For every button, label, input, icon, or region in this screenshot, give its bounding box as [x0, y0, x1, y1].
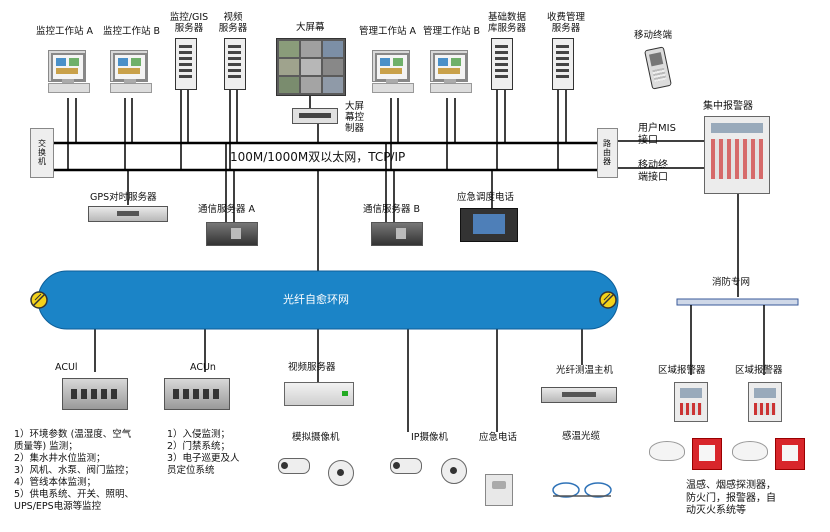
acu1-function-list: 1）环境参数 (温湿度、空气质量等) 监测；2）集水井水位监测；3）风机、水泵、…: [14, 429, 135, 512]
heat-detector-icon: [732, 441, 768, 461]
analog-camera-icon: [278, 458, 310, 474]
ring-node-left: [30, 291, 48, 309]
label-emergency-phone: 应急电话: [479, 432, 518, 443]
smoke-detector-icon: [649, 441, 685, 461]
label-video-wall: 大屏幕: [296, 22, 325, 33]
workstation-mgmt-a: [372, 50, 414, 94]
switch: 交换机: [30, 128, 54, 178]
label-comm-server-b: 通信服务器 B: [363, 204, 421, 215]
fire-net-bar: [676, 298, 799, 306]
label-video-server-top: 视频服务器: [218, 12, 248, 34]
central-alarm-panel: [704, 116, 770, 194]
wall-controller: [292, 108, 338, 124]
server-basedata: [491, 38, 513, 90]
emergency-console: [460, 208, 518, 242]
label-mon-a: 监控工作站 A: [36, 26, 94, 37]
comm-server-b: [371, 222, 423, 246]
ring-label: 光纤自愈环网: [283, 293, 349, 306]
ethernet-label: 100M/1000M双以太网，TCP/IP: [230, 150, 406, 164]
label-emergency-phone-console: 应急调度电话: [457, 192, 515, 203]
label-comm-server-a: 通信服务器 A: [198, 204, 256, 215]
label-mon-b: 监控工作站 B: [103, 26, 161, 37]
router: 路由器: [597, 128, 618, 178]
video-wall-screen: [276, 38, 346, 96]
workstation-monitor-b: [110, 50, 152, 94]
comm-server-a: [206, 222, 258, 246]
zone-alarm-1: [674, 382, 708, 422]
ring-node-right: [599, 291, 617, 309]
zone-alarm-2: [748, 382, 782, 422]
label-fiber-temp-host: 光纤测温主机: [556, 365, 614, 376]
label-fee-server: 收费管理服务器: [546, 12, 585, 34]
label-acu1: ACUl: [55, 362, 78, 373]
label-basedata-server: 基础数据库服务器: [487, 12, 526, 34]
label-mgmt-a: 管理工作站 A: [359, 26, 417, 37]
fire-alarm-button-icon: [775, 438, 805, 470]
ip-dome-camera-icon: [441, 458, 467, 484]
emergency-phone-icon: [485, 474, 513, 506]
server-gis: [175, 38, 197, 90]
server-fee: [552, 38, 574, 90]
video-server-bottom: [284, 382, 354, 406]
dome-camera-icon: [328, 460, 354, 486]
acu1-device: [62, 378, 128, 410]
label-mobile-terminal: 移动终端: [634, 30, 673, 41]
server-video-top: [224, 38, 246, 90]
label-fire-net: 消防专网: [712, 277, 751, 288]
ip-camera-icon: [390, 458, 422, 474]
fiber-temp-host: [541, 387, 617, 403]
gps-server: [88, 206, 168, 222]
label-fiber-cable: 感温光缆: [562, 431, 601, 442]
label-wall-controller: 大屏幕控制器: [345, 101, 365, 134]
acun-function-list: 1）入侵监测；2）门禁系统；3）电子巡更及人员定位系统: [167, 429, 240, 476]
label-ip-camera: IP摄像机: [411, 432, 449, 443]
workstation-monitor-a: [48, 50, 90, 94]
acun-device: [164, 378, 230, 410]
label-zone-alarm-1: 区域报警器: [658, 365, 706, 376]
manual-alarm-icon: [692, 438, 722, 470]
label-gps-server: GPS对时服务器: [90, 192, 157, 203]
fiber-cable-icon: [552, 482, 612, 498]
fire-device-list: 温感、烟感探测器，防火门，报警器，自动灭火系统等: [686, 480, 776, 516]
label-zone-alarm-2: 区域报警器: [735, 365, 783, 376]
label-video-server-bottom: 视频服务器: [288, 362, 336, 373]
label-mgmt-b: 管理工作站 B: [423, 26, 481, 37]
label-acun: ACUn: [190, 362, 216, 373]
label-mobile-interface: 移动终端接口: [638, 160, 668, 183]
label-central-alarm: 集中报警器: [703, 101, 753, 112]
label-analog-camera: 模拟摄像机: [292, 432, 340, 443]
workstation-mgmt-b: [430, 50, 472, 94]
